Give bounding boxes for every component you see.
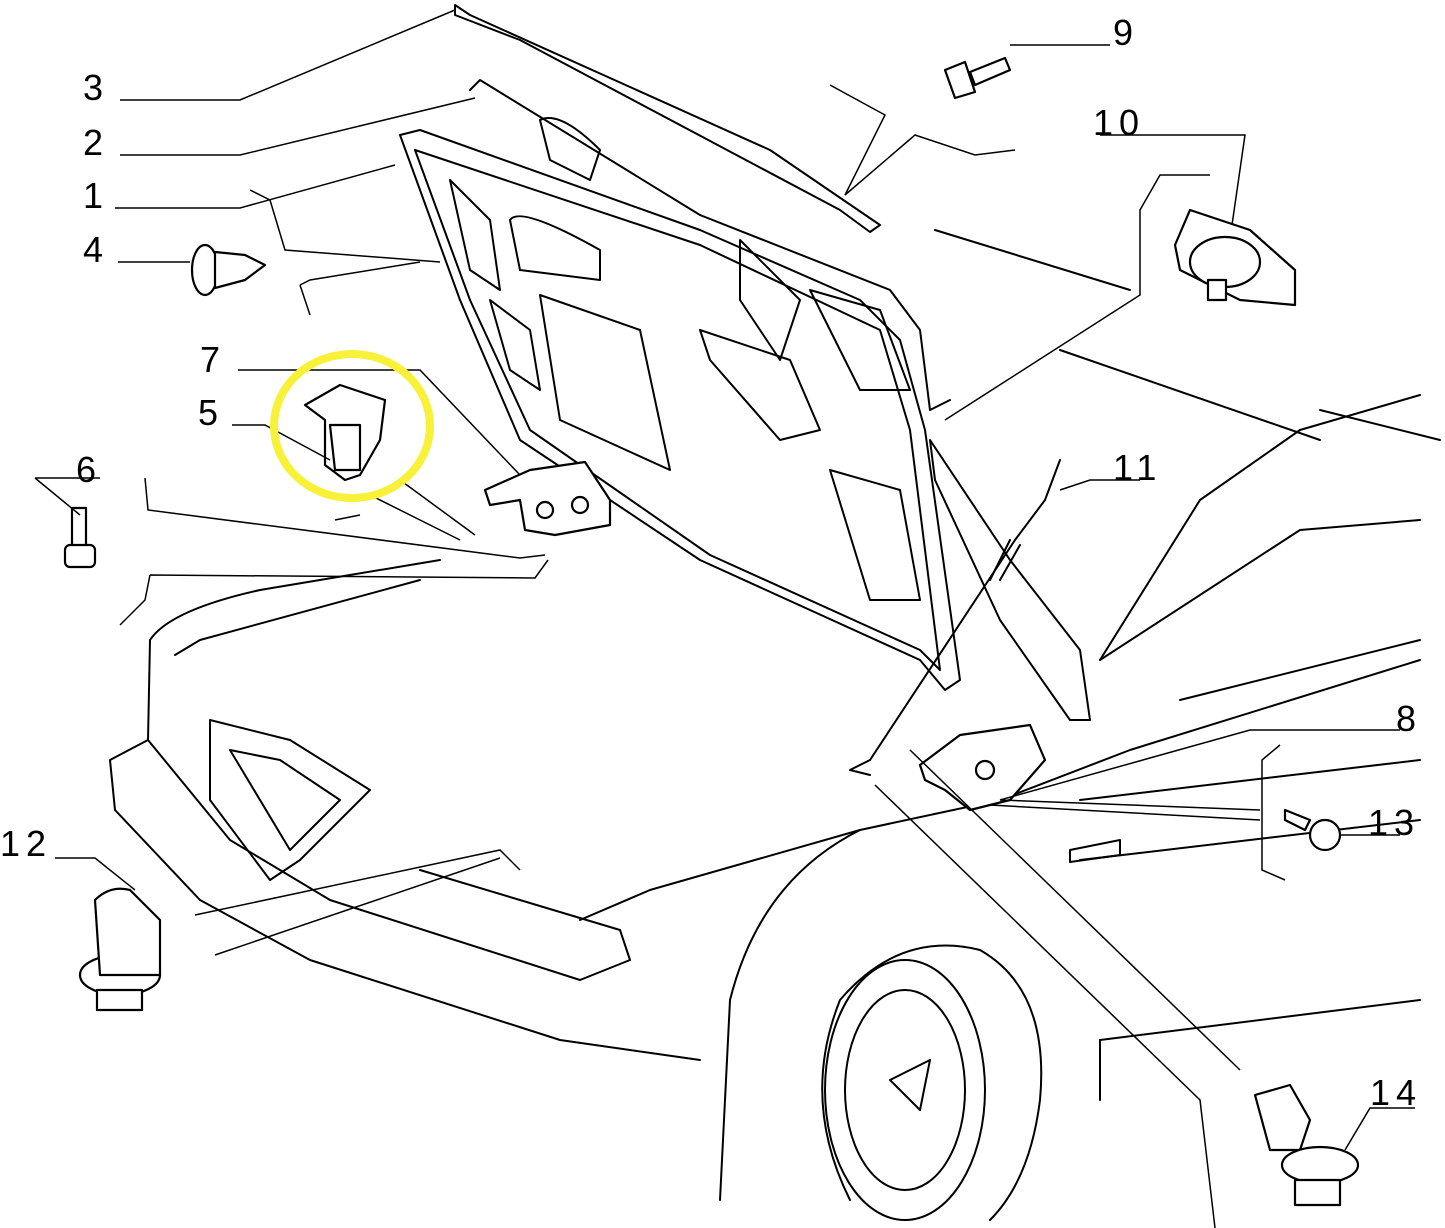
label-10: 10 (1093, 102, 1145, 143)
label-3: 3 (83, 67, 109, 108)
part-11-prop-rod (849, 459, 1061, 776)
label-14: 14 (1370, 1072, 1422, 1113)
hood-panel (399, 4, 1091, 721)
part-6-screw (63, 506, 97, 569)
part-5-7-bracket (303, 383, 387, 482)
highlight-circle (270, 350, 434, 502)
part-4-clip (190, 243, 267, 297)
leader-lines (34, 9, 1415, 1228)
part-8-latch (918, 723, 1047, 812)
label-6: 6 (76, 449, 102, 490)
part-10-bracket (1173, 208, 1297, 307)
label-7: 7 (200, 339, 226, 380)
part-14-buffer (1253, 1083, 1360, 1207)
part-number-labels: 3 2 1 4 7 5 6 9 10 11 8 13 12 14 (0, 12, 1422, 1113)
label-11: 11 (1113, 447, 1162, 488)
part-13-screw (1283, 808, 1342, 852)
label-8: 8 (1396, 698, 1422, 739)
label-12: 12 (0, 823, 52, 864)
label-2: 2 (83, 122, 109, 163)
hinge-left (483, 460, 612, 537)
label-1: 1 (83, 175, 109, 216)
car-body-outline (109, 229, 1441, 1221)
label-4: 4 (83, 229, 109, 270)
label-13: 13 (1368, 802, 1420, 843)
part-9-bolt (943, 56, 1012, 100)
label-9: 9 (1113, 12, 1139, 53)
part-12-buffer (78, 887, 162, 1012)
label-5: 5 (198, 392, 224, 433)
